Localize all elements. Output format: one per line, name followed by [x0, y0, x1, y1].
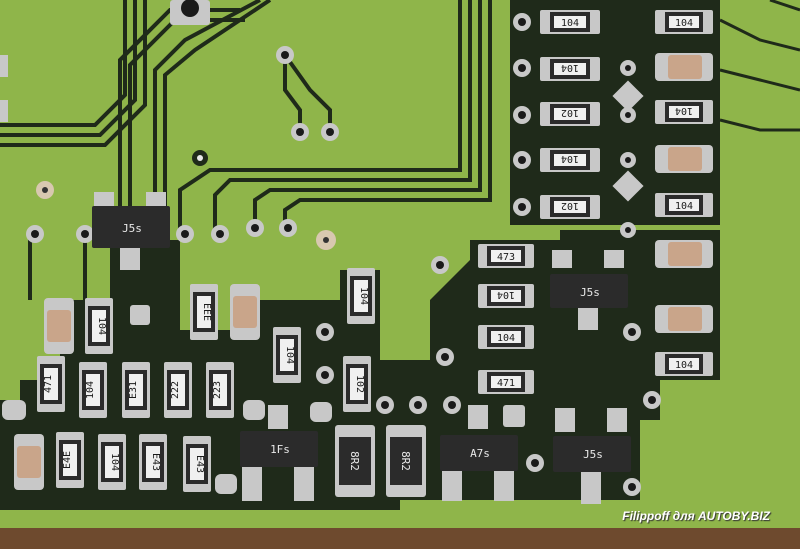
left-resistors: EEE 104 471 104 E31 [14, 284, 260, 492]
resistor-l10: E43 [139, 434, 167, 490]
ic-label: A7s [470, 447, 490, 460]
ic-u2: J5s [550, 250, 628, 330]
resistor-label: 104 [358, 287, 369, 305]
ic-u4: A7s [440, 405, 518, 501]
resistor-l3: 471 [37, 356, 65, 412]
resistor-b1: 8R2 [335, 425, 375, 497]
resistor-l11: E43 [183, 436, 211, 492]
resistor-label: 102 [561, 107, 579, 118]
resistor-m3: 104 [478, 325, 534, 349]
resistor-r6: 104 [540, 148, 600, 172]
wood-edge [0, 528, 800, 549]
resistor-label: 104 [96, 317, 107, 335]
ic-label: J5s [583, 448, 603, 461]
resistor-r2: 104 [655, 10, 713, 34]
right-column-resistors: 104 104 104 102 104 104 [540, 10, 713, 376]
resistor-r3: 104 [540, 57, 600, 81]
vias [26, 13, 661, 496]
resistor-r5: 104 [655, 100, 713, 124]
resistor-label: 104 [284, 346, 295, 364]
resistor-label: E4E [62, 451, 73, 469]
resistor-label: 8R2 [399, 451, 412, 471]
resistor-l5: E31 [122, 362, 150, 418]
edge-pad [0, 100, 8, 122]
resistor-m5: 104 [347, 268, 375, 324]
ic-u1: J5s [92, 192, 170, 270]
resistor-label: 8R2 [348, 451, 361, 471]
resistor-label: 471 [43, 375, 54, 393]
resistor-m2: 104 [478, 284, 534, 308]
ic-u3: 1Fs [240, 405, 318, 501]
edge-pad [0, 55, 8, 77]
watermark: Filippoff для AUTOBY.BIZ [622, 509, 770, 523]
bottom-resistors: 8R2 8R2 [335, 425, 426, 497]
ic-chips: J5s J5s 1Fs A7s J5s [92, 192, 631, 504]
resistor-label: 104 [85, 381, 96, 399]
resistor-label: 104 [675, 18, 693, 29]
resistor-label: 104 [675, 201, 693, 212]
resistor-label: 104 [675, 105, 693, 116]
resistor-l9: 104 [98, 434, 126, 490]
resistor-label: E43 [150, 453, 161, 471]
resistor-label: E31 [128, 381, 139, 399]
ic-label: 1Fs [270, 443, 290, 456]
resistor-r7: 102 [540, 195, 600, 219]
resistor-l2: 104 [85, 298, 113, 354]
resistor-label: 104 [497, 289, 515, 300]
capacitor-body [233, 296, 257, 328]
capacitor-body [17, 446, 41, 478]
resistor-label: E43 [194, 455, 205, 473]
resistor-label: 104 [561, 62, 579, 73]
resistor-label: 102 [561, 200, 579, 211]
resistor-r1: 104 [540, 10, 600, 34]
resistor-m4: 471 [478, 370, 534, 394]
resistor-label: 223 [212, 381, 223, 399]
capacitor-body [47, 310, 71, 342]
mounting-hole [181, 0, 199, 17]
resistor-l1: EEE [190, 284, 218, 340]
resistor-r8: 104 [655, 193, 713, 217]
resistor-label: 222 [170, 381, 181, 399]
resistor-label: 471 [497, 378, 515, 389]
resistor-label: 473 [497, 252, 515, 263]
resistor-b2: 8R2 [386, 425, 426, 497]
trace-group-right [719, 0, 800, 132]
ic-label: J5s [580, 286, 600, 299]
capacitor-body [668, 55, 702, 79]
resistor-label: 102 [354, 375, 365, 393]
resistor-m1: 473 [478, 244, 534, 268]
resistor-l8: E4E [56, 432, 84, 488]
resistor-m6: 104 [273, 327, 301, 383]
resistor-label: 104 [109, 453, 120, 471]
capacitor-body [668, 242, 702, 266]
resistor-m7: 102 [343, 356, 371, 412]
middle-resistors: 473 104 104 471 104 104 [273, 244, 534, 412]
resistor-r4: 102 [540, 102, 600, 126]
resistor-l7: 223 [206, 362, 234, 418]
capacitor-body [668, 147, 702, 171]
ic-label: J5s [122, 222, 142, 235]
capacitor-body [668, 307, 702, 331]
resistor-label: 104 [561, 18, 579, 29]
resistor-label: 104 [561, 153, 579, 164]
resistor-label: EEE [201, 303, 212, 321]
resistor-label: 104 [497, 333, 515, 344]
resistor-l4: 104 [79, 362, 107, 418]
resistor-r9: 104 [655, 352, 713, 376]
resistor-l6: 222 [164, 362, 192, 418]
resistor-label: 104 [675, 360, 693, 371]
ic-u5: J5s [553, 408, 631, 504]
